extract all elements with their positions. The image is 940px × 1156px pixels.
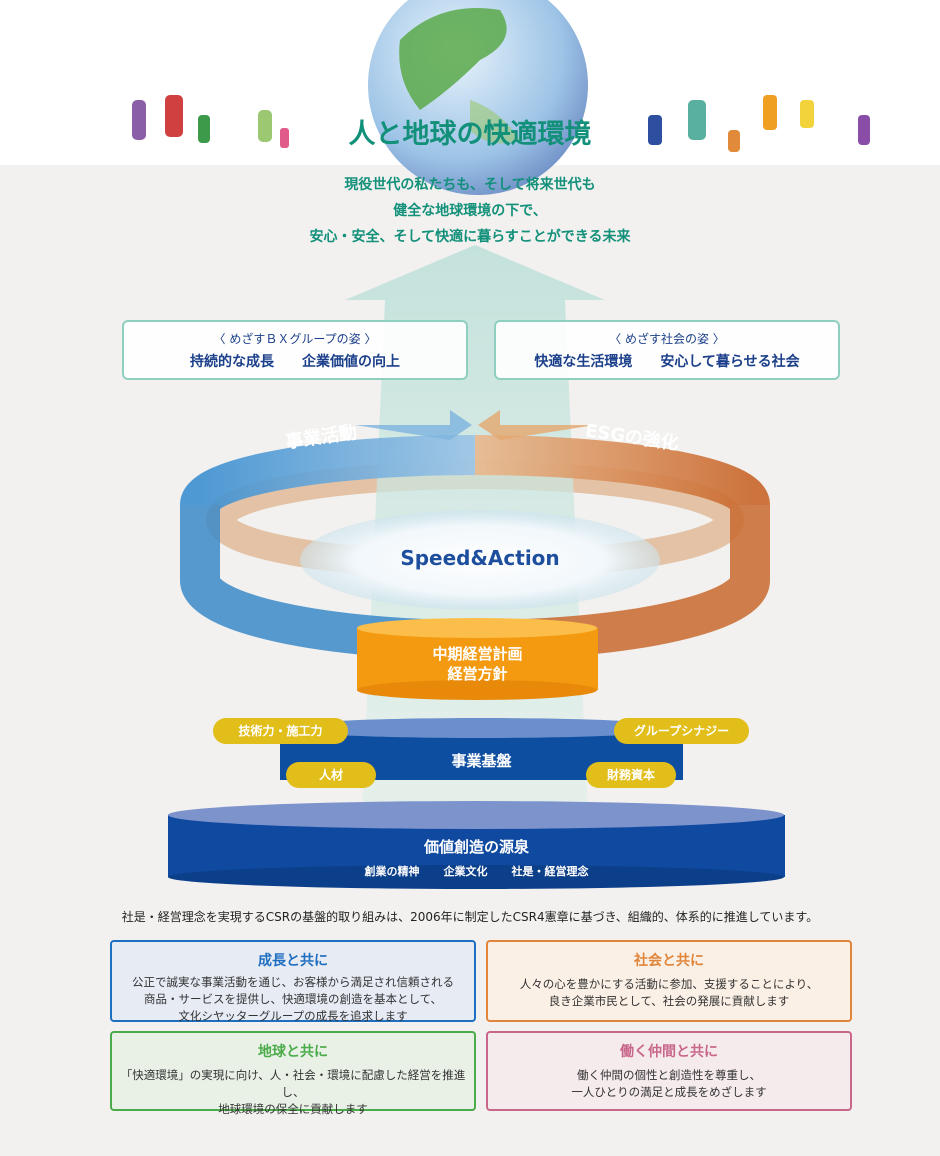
globe-icon <box>368 0 588 195</box>
csr-colleagues: 働く仲間と共に 働く仲間の個性と創造性を尊重し、 一人ひとりの満足と成長をめざし… <box>486 1031 852 1111</box>
csr-title: 成長と共に <box>258 953 328 969</box>
csr-line: 地球環境の保全に貢献します <box>218 1102 368 1116</box>
csr-line: 文化シヤッターグループの成長を追求します <box>178 1009 408 1023</box>
goal-item: 快適な生活環境 <box>534 354 633 370</box>
goal-heading: 〈 めざす社会の姿 〉 <box>609 332 725 346</box>
vision-line: 安心・安全、そして快適に暮らすことができる未来 <box>309 229 631 245</box>
csr-line: 良き企業市民として、社会の発展に貢献します <box>548 994 790 1008</box>
goal-heading: 〈 めざすＢＸグループの姿 〉 <box>213 332 377 346</box>
source-item: 社是・経営理念 <box>511 865 589 878</box>
csr-title: 社会と共に <box>634 953 704 969</box>
csr-line: 商品・サービスを提供し、快適環境の創造を基本として、 <box>143 992 443 1006</box>
source-item: 企業文化 <box>443 865 488 878</box>
csr-line: 働く仲間の個性と創造性を尊重し、 <box>577 1068 761 1082</box>
goal-box-group: 〈 めざすＢＸグループの姿 〉 持続的な成長 企業価値の向上 <box>122 320 468 380</box>
mid-term-plan: 中期経営計画 経営方針 <box>357 644 598 684</box>
plan-line: 経営方針 <box>447 665 508 683</box>
goal-box-society: 〈 めざす社会の姿 〉 快適な生活環境 安心して暮らせる社会 <box>494 320 840 380</box>
foundation-title: 事業基盤 <box>451 752 512 770</box>
value-source-items: 創業の精神 企業文化 社是・経営理念 <box>168 863 785 879</box>
csr-society: 社会と共に 人々の心を豊かにする活動に参加、支援することにより、 良き企業市民と… <box>486 940 852 1022</box>
plan-line: 中期経営計画 <box>432 645 523 663</box>
people-illustration-left <box>132 95 289 148</box>
pill-technology: 技術力・施工力 <box>213 718 348 744</box>
vision-line: 健全な地球環境の下で、 <box>393 203 547 219</box>
value-source-title: 価値創造の源泉 <box>423 838 529 856</box>
vision-line: 現役世代の私たちも、そして将来世代も <box>344 177 596 193</box>
csr-line: 人々の心を豊かにする活動に参加、支援することにより、 <box>519 977 819 991</box>
pill-human-resources: 人材 <box>286 762 376 788</box>
csr-line: 公正で誠実な事業活動を通じ、お客様から満足され信頼される <box>132 975 454 989</box>
csr-intro: 社是・経営理念を実現するCSRの基盤的取り組みは、2006年に制定したCSR4憲… <box>121 910 819 924</box>
goal-item: 企業価値の向上 <box>302 354 400 370</box>
csr-title: 地球と共に <box>258 1044 328 1060</box>
diagram-art <box>132 0 870 889</box>
source-item: 創業の精神 <box>364 865 420 878</box>
speed-action-label: Speed&Action <box>400 546 560 570</box>
goal-item: 安心して暮らせる社会 <box>660 354 800 370</box>
people-illustration-right <box>648 95 870 152</box>
csr-earth: 地球と共に 「快適環境」の実現に向け、人・社会・環境に配慮した経営を推進し、 地… <box>110 1031 476 1116</box>
csr-title: 働く仲間と共に <box>620 1044 718 1060</box>
vision-statement: 現役世代の私たちも、そして将来世代も 健全な地球環境の下で、 安心・安全、そして… <box>0 172 940 250</box>
goal-item: 持続的な成長 <box>190 354 274 370</box>
pill-group-synergy: グループシナジー <box>614 718 749 744</box>
csr-growth: 成長と共に 公正で誠実な事業活動を通じ、お客様から満足され信頼される 商品・サー… <box>110 940 476 1023</box>
page-title: 人と地球の快適環境 <box>348 119 592 150</box>
csr-line: 一人ひとりの満足と成長をめざします <box>571 1085 767 1099</box>
csr-line: 「快適環境」の実現に向け、人・社会・環境に配慮した経営を推進し、 <box>120 1068 466 1099</box>
pill-financial-capital: 財務資本 <box>586 762 676 788</box>
